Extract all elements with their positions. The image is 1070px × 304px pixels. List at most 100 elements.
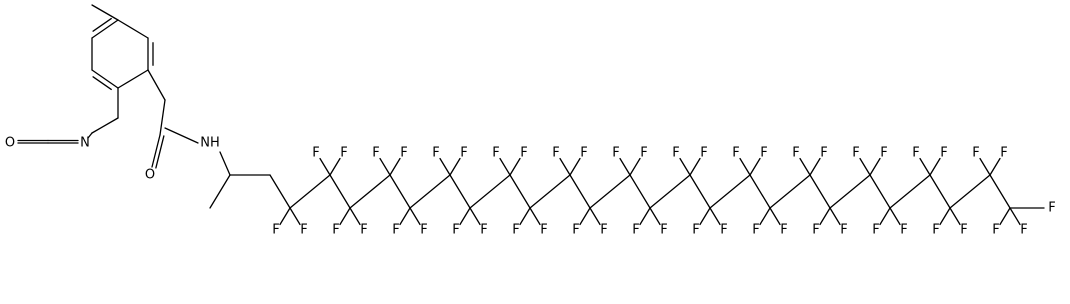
bond bbox=[889, 174, 931, 209]
bond bbox=[929, 157, 941, 176]
fluorine-atom: F bbox=[460, 146, 467, 161]
bond bbox=[649, 174, 691, 209]
bond bbox=[759, 207, 771, 226]
bond bbox=[499, 157, 511, 176]
bond bbox=[949, 174, 991, 209]
bond bbox=[649, 207, 661, 226]
bond bbox=[91, 19, 119, 39]
bond bbox=[709, 174, 751, 209]
bond bbox=[469, 174, 511, 209]
fluorine-atom: F bbox=[912, 146, 919, 161]
fluorine-atom: F bbox=[1000, 146, 1007, 161]
amine-atom: NH bbox=[200, 136, 220, 151]
bond bbox=[769, 207, 781, 226]
fluorine-atom: F bbox=[632, 223, 639, 238]
bond bbox=[91, 69, 119, 89]
bond bbox=[519, 207, 531, 226]
fluorine-atom: F bbox=[512, 223, 519, 238]
bond bbox=[809, 174, 831, 209]
bond bbox=[91, 117, 119, 134]
bond bbox=[869, 174, 891, 209]
bond bbox=[329, 174, 351, 209]
fluorine-atom: F bbox=[360, 223, 367, 238]
fluorine-atom: F bbox=[580, 146, 587, 161]
bond bbox=[289, 207, 301, 226]
fluorine-atom: F bbox=[752, 223, 759, 238]
bond bbox=[155, 135, 165, 169]
fluorine-atom: F bbox=[492, 146, 499, 161]
fluorine-atom: F bbox=[972, 146, 979, 161]
bond bbox=[999, 207, 1011, 226]
bond bbox=[929, 174, 951, 209]
bond bbox=[91, 4, 119, 21]
bond bbox=[639, 207, 651, 226]
bond bbox=[919, 157, 931, 176]
fluorine-atom: F bbox=[812, 223, 819, 238]
fluorine-atom: F bbox=[372, 146, 379, 161]
bond bbox=[879, 207, 891, 226]
bond bbox=[409, 207, 421, 226]
fluorine-atom: F bbox=[880, 146, 887, 161]
bond bbox=[629, 174, 651, 209]
bond bbox=[439, 157, 451, 176]
bond bbox=[749, 174, 771, 209]
bond bbox=[147, 69, 166, 101]
bond bbox=[889, 207, 901, 226]
bond bbox=[569, 157, 581, 176]
fluorine-atom: F bbox=[432, 146, 439, 161]
bond bbox=[151, 134, 161, 168]
bond bbox=[509, 174, 531, 209]
bond bbox=[749, 157, 761, 176]
bond bbox=[569, 174, 591, 209]
fluorine-atom: F bbox=[300, 223, 307, 238]
fluorine-atom: F bbox=[420, 223, 427, 238]
bond bbox=[379, 157, 391, 176]
fluorine-atom: F bbox=[932, 223, 939, 238]
fluorine-atom: F bbox=[672, 146, 679, 161]
fluorine-atom: F bbox=[820, 146, 827, 161]
bond bbox=[869, 157, 881, 176]
bond bbox=[529, 207, 541, 226]
fluorine-atom: F bbox=[400, 146, 407, 161]
bond bbox=[829, 207, 841, 226]
fluorine-atom: F bbox=[900, 223, 907, 238]
fluorine-atom: F bbox=[872, 223, 879, 238]
fluorine-atom: F bbox=[480, 223, 487, 238]
bond bbox=[769, 174, 811, 209]
bond bbox=[619, 157, 631, 176]
bond bbox=[279, 207, 291, 226]
bond bbox=[859, 157, 871, 176]
bond bbox=[689, 174, 711, 209]
bond bbox=[389, 174, 411, 209]
fluorine-atom: F bbox=[660, 223, 667, 238]
fluorine-atom: F bbox=[600, 223, 607, 238]
bond bbox=[559, 157, 571, 176]
fluorine-atom: F bbox=[392, 223, 399, 238]
bond bbox=[449, 157, 461, 176]
bond bbox=[117, 69, 149, 89]
bond bbox=[739, 157, 751, 176]
bond bbox=[92, 76, 112, 91]
bond bbox=[679, 157, 691, 176]
bond bbox=[269, 174, 291, 209]
bond bbox=[329, 157, 341, 176]
bond bbox=[1009, 207, 1021, 226]
fluorine-atom: F bbox=[572, 223, 579, 238]
fluorine-atom: F bbox=[840, 223, 847, 238]
fluorine-atom: F bbox=[720, 223, 727, 238]
bond bbox=[979, 157, 991, 176]
bond bbox=[699, 207, 711, 226]
bond bbox=[449, 174, 471, 209]
fluorine-atom: F bbox=[692, 223, 699, 238]
bond bbox=[829, 174, 871, 209]
bond-layer bbox=[17, 4, 1045, 226]
bond bbox=[459, 207, 471, 226]
fluorine-atom: F bbox=[332, 223, 339, 238]
bond bbox=[529, 174, 571, 209]
bond bbox=[689, 157, 701, 176]
fluorine-atom: F bbox=[452, 223, 459, 238]
bond bbox=[629, 157, 641, 176]
fluorine-atom: F bbox=[520, 146, 527, 161]
bond bbox=[409, 174, 451, 209]
oxygen-atom: O bbox=[145, 168, 155, 183]
